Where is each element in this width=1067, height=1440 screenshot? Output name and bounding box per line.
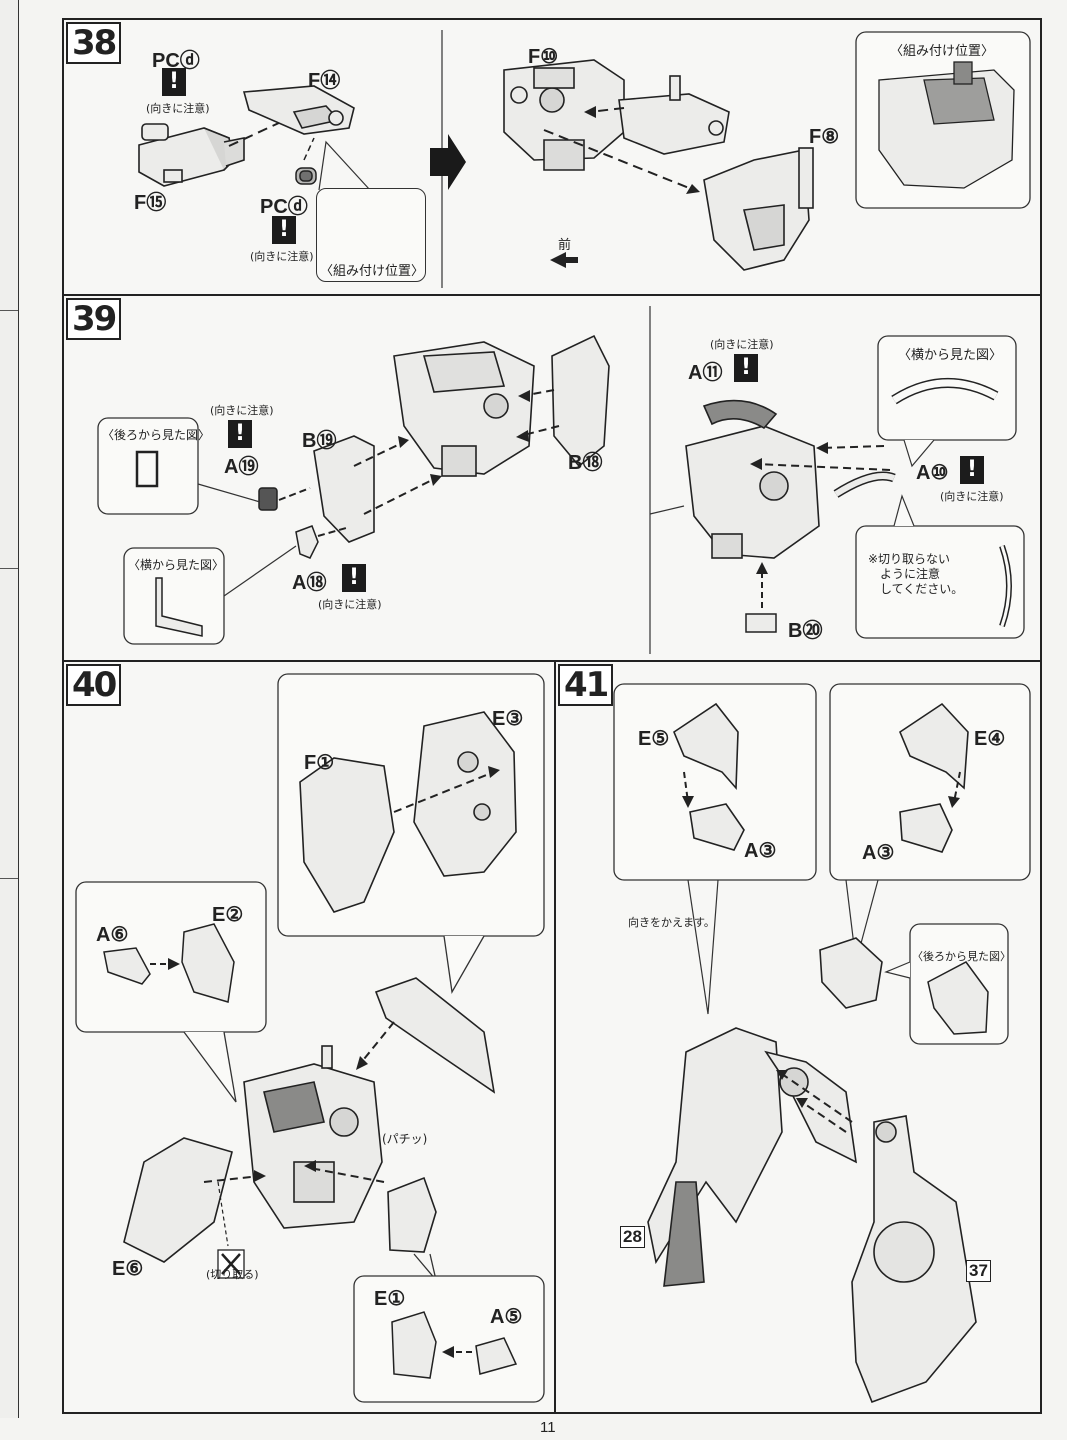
part-label-a11: A⑪ — [688, 362, 723, 384]
step-number: 38 — [66, 22, 122, 64]
front-direction-label: 前 — [558, 238, 572, 253]
step-41-illustration — [613, 683, 1031, 1404]
position-inset-title: 〈組み付け位置〉 — [890, 44, 995, 59]
step-41-panel: 41 — [556, 662, 1040, 1412]
caution-note: (向きに注意) — [250, 250, 314, 263]
step-number: 41 — [558, 664, 614, 706]
part-label-b20: B⑳ — [788, 620, 823, 642]
step-number: 40 — [66, 664, 122, 706]
side-view-title: 〈横から見た図〉 — [898, 348, 1003, 363]
part-label-a6: A⑥ — [96, 924, 129, 946]
caution-icon: ! — [734, 354, 758, 382]
caution-note: (向きに注意) — [146, 102, 210, 115]
no-cut-note-line: ※切り取らない — [868, 552, 951, 566]
rear-view-title: 〈後ろから見た図〉 — [912, 950, 1011, 963]
part-label-a19: A⑲ — [224, 456, 259, 478]
step-38-illustration — [138, 30, 1031, 288]
part-label-f15: F⑮ — [134, 192, 167, 214]
part-label-pcd: PCⓓ — [152, 50, 200, 72]
side-view-title: 〈横から見た図〉 — [128, 558, 225, 572]
part-label-e6: E⑥ — [112, 1258, 144, 1280]
no-cut-note: ※切り取らない ように注意 してください。 — [868, 552, 963, 597]
part-label-e4: E④ — [974, 728, 1006, 750]
step-number: 39 — [66, 298, 122, 340]
step-reference-37: 37 — [966, 1260, 991, 1282]
caution-icon: ! — [228, 420, 252, 448]
caution-icon: ! — [162, 68, 186, 96]
step-40-illustration — [75, 673, 545, 1403]
part-label-a10: A⑩ — [916, 462, 949, 484]
part-label-a5: A⑤ — [490, 1306, 523, 1328]
caution-note: (向きに注意) — [710, 338, 774, 351]
page-number: 11 — [540, 1419, 556, 1436]
snap-sound-label: (パチッ) — [382, 1132, 428, 1146]
edge-divider — [0, 568, 18, 569]
part-label-e1: E① — [374, 1288, 406, 1310]
part-label-b18: B⑱ — [568, 452, 603, 474]
caution-icon: ! — [272, 216, 296, 244]
part-label-f10: F⑩ — [528, 46, 559, 68]
edge-divider — [0, 310, 18, 311]
page-left-edge — [0, 0, 19, 1418]
part-label-a3: A③ — [744, 840, 777, 862]
caution-note: (向きに注意) — [318, 598, 382, 611]
part-label-e5: E⑤ — [638, 728, 670, 750]
part-label-f1: F① — [304, 752, 335, 774]
step-39-panel: 39 — [64, 296, 1040, 662]
step-39-illustration — [97, 306, 1025, 654]
part-label-e3: E③ — [492, 708, 524, 730]
edge-divider — [0, 878, 18, 879]
step-40-panel: 40 — [64, 662, 556, 1412]
part-label-f14: F⑭ — [308, 70, 341, 92]
step-38-panel: 38 — [64, 20, 1040, 296]
caution-icon: ! — [960, 456, 984, 484]
no-cut-note-line: してください。 — [880, 582, 964, 596]
part-label-f8: F⑧ — [809, 126, 840, 148]
part-label-a18: A⑱ — [292, 572, 327, 594]
position-callout — [316, 188, 426, 282]
no-cut-note-line: ように注意 — [880, 567, 941, 581]
rear-view-title: 〈後ろから見た図〉 — [102, 428, 211, 442]
instruction-sheet: 38 — [62, 18, 1042, 1414]
cut-instruction: (切り取る) — [206, 1268, 259, 1281]
part-label-b19: B⑲ — [302, 430, 337, 452]
step-reference-28: 28 — [620, 1226, 645, 1248]
caution-icon: ! — [342, 564, 366, 592]
part-label-pcd: PCⓓ — [260, 196, 308, 218]
callout-title: 〈組み付け位置〉 — [320, 264, 425, 279]
reverse-direction-note: 向きをかえます。 — [628, 916, 715, 929]
caution-note: (向きに注意) — [210, 404, 274, 417]
part-label-a3: A③ — [862, 842, 895, 864]
part-label-e2: E② — [212, 904, 244, 926]
caution-note: (向きに注意) — [940, 490, 1004, 503]
